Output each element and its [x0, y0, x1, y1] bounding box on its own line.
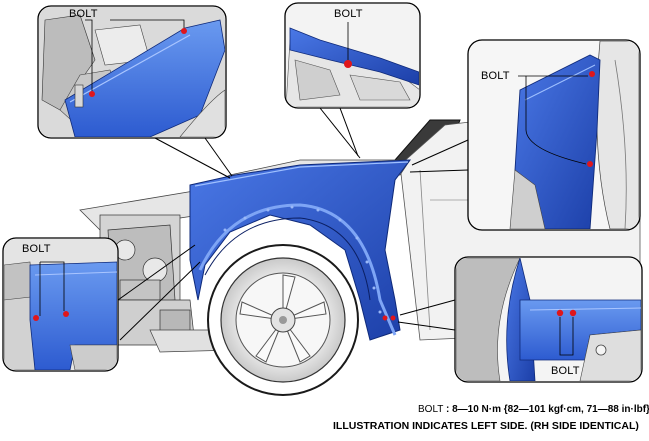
callout-bottom-left — [2, 237, 119, 372]
callout-top-left — [37, 5, 227, 139]
leader-lines — [117, 107, 469, 341]
callout-top-center — [284, 2, 421, 109]
bolt-label-bottom-left: BOLT — [22, 243, 51, 255]
fender-rear-lower-bolts — [382, 315, 396, 321]
torque-label: BOLT — [418, 404, 444, 415]
front-fender — [189, 159, 412, 341]
bolt-label-bottom-right: BOLT — [551, 365, 580, 377]
callout-right — [467, 39, 641, 231]
torque-value: : 8—10 N·m {82—101 kgf·cm, 71—88 in·lbf} — [445, 404, 649, 415]
bolt-label-top-left: BOLT — [69, 8, 98, 20]
front-wheel — [207, 244, 359, 396]
torque-spec: BOLT : 8—10 N·m {82—101 kgf·cm, 71—88 in… — [418, 404, 649, 415]
bolt-label-right: BOLT — [481, 70, 510, 82]
callout-bottom-right — [454, 256, 643, 383]
bolt-label-top-center: BOLT — [334, 8, 363, 20]
illustration-note: ILLUSTRATION INDICATES LEFT SIDE. (RH SI… — [333, 420, 639, 432]
